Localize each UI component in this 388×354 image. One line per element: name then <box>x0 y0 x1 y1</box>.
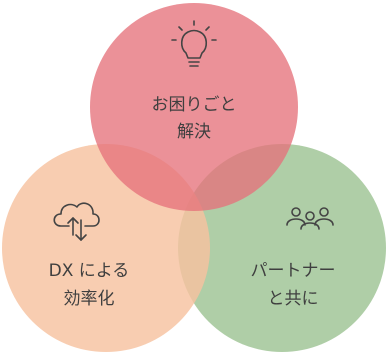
problem-solving-label-line2: 解決 <box>177 122 211 142</box>
dx-label-line2: 効率化 <box>64 289 115 309</box>
problem-solving-circle <box>90 3 298 211</box>
partner-label-line1: パートナー <box>251 261 336 281</box>
dx-label-line1: DX による <box>49 261 130 281</box>
lightbulb-icon <box>171 20 217 67</box>
people-icon <box>286 207 334 230</box>
problem-solving-label-line1: お困りごと <box>152 95 237 115</box>
partner-label-line2: と共に <box>268 289 319 309</box>
cloud-arrows-icon <box>53 202 100 241</box>
